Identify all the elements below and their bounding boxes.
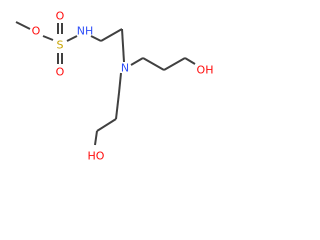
bond-c8-ho <box>94 130 98 146</box>
bond-methyl-o <box>15 21 31 30</box>
bond-c1-c2 <box>100 28 123 42</box>
atom-ho: HO <box>88 150 105 163</box>
bond-n-c6 <box>118 72 122 94</box>
bond-c7-c8 <box>96 118 117 132</box>
atom-nh: NH <box>77 25 94 38</box>
atom-n: N <box>121 62 129 75</box>
atom-o-methoxy: O <box>32 25 41 38</box>
bond-s-nh <box>66 35 78 42</box>
atom-o-top: O <box>56 10 65 23</box>
atom-oh: OH <box>197 64 214 77</box>
bond-c6-c7 <box>115 92 120 120</box>
bond-c5-oh <box>184 57 196 65</box>
bond-c3-c4 <box>142 57 165 71</box>
atom-s: S <box>57 39 64 52</box>
bond-nh-c1 <box>90 35 102 42</box>
bond-c4-c5 <box>163 57 186 71</box>
structure-diagram: O S O O NH N OH HO <box>15 9 214 163</box>
atom-o-bottom: O <box>56 66 65 79</box>
bond-n-c3 <box>130 57 144 66</box>
molecule-drawing: O S O O NH N OH HO <box>15 10 214 163</box>
atom-layer: O S O O NH N OH HO <box>32 10 214 163</box>
bond-o-s <box>42 35 54 41</box>
bond-layer <box>15 21 196 146</box>
bond-c2-n <box>121 28 125 63</box>
